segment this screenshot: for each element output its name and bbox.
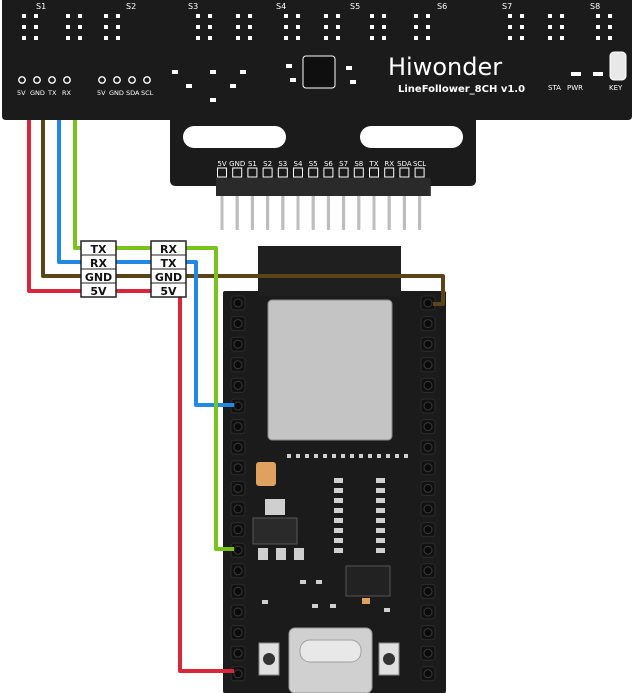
sensor-label: S8 <box>590 2 600 11</box>
header-pin-label: S7 <box>339 160 348 168</box>
mounting-slot-right <box>360 126 463 148</box>
wifi-module-antenna <box>258 246 401 296</box>
left-header-a: 5V GND TX RX <box>17 76 72 97</box>
header-pin-label: GND <box>109 89 124 97</box>
wire-gnd-brown <box>41 120 445 306</box>
connector-pin-label: RX <box>160 243 177 256</box>
connector-pin-label: TX <box>91 243 108 256</box>
connector-pin-label: GND <box>85 271 112 284</box>
header-pin-label: S2 <box>263 160 272 168</box>
header-pin-label: RX <box>384 160 394 168</box>
header-pin-label: TX <box>368 160 378 168</box>
wire-rx-green <box>73 120 234 551</box>
connector-right: RX TX GND 5V <box>150 240 187 298</box>
brand-logo: Hiwonder <box>388 53 502 81</box>
connector-left: TX RX GND 5V <box>80 240 117 298</box>
status-led-label: STA <box>548 84 561 92</box>
sensor-label: S4 <box>276 2 286 11</box>
header-pin-label: GND <box>229 160 245 168</box>
header-pin-label: RX <box>62 89 72 97</box>
board-model: LineFollower_8CH v1.0 <box>398 84 525 95</box>
header-pin-label: GND <box>30 89 45 97</box>
line-follower-board: S1 S2 S3 S4 S5 S6 S7 S8 Hiwonder LineFol… <box>2 0 632 230</box>
wifi-module-shield <box>267 299 393 441</box>
header-pin-label: S8 <box>354 160 363 168</box>
esp32-components <box>252 454 408 612</box>
smd-components <box>22 14 612 102</box>
power-led-label: PWR <box>567 84 583 92</box>
header-pin-label: 5V <box>97 89 106 97</box>
sensor-label: S7 <box>502 2 512 11</box>
header-pin-label: SDA <box>397 160 412 168</box>
microcontroller-chip <box>302 55 336 89</box>
orange-capacitor <box>256 462 276 486</box>
esp32-pin-headers <box>230 295 436 682</box>
header-pin-label: SCL <box>413 160 426 168</box>
left-header-b: 5V GND SDA SCL <box>97 76 154 97</box>
header-pin-label: S3 <box>278 160 287 168</box>
boot-button <box>258 642 280 676</box>
connector-pin-label: TX <box>161 257 178 270</box>
header-pin-label: S5 <box>309 160 318 168</box>
wire-tx-blue <box>57 120 234 407</box>
key-label: KEY <box>609 84 623 92</box>
sensor-label: S5 <box>350 2 360 11</box>
connector-pin-label: 5V <box>90 285 107 298</box>
header-pin-label: S4 <box>294 160 303 168</box>
mounting-slot-left <box>183 126 286 148</box>
header-pin-label: 5V <box>217 160 226 168</box>
connector-pin-label: RX <box>90 257 107 270</box>
key-button <box>609 51 627 81</box>
sensor-label: S3 <box>188 2 198 11</box>
header-pin-label: 5V <box>17 89 26 97</box>
header-pin-label: SDA <box>126 89 140 97</box>
header-pin-label: TX <box>47 89 57 97</box>
header-pin-label: S6 <box>324 160 333 168</box>
esp32-board <box>223 246 446 693</box>
sensor-label: S6 <box>437 2 447 11</box>
sensor-label: S1 <box>36 2 46 11</box>
connector-pin-label: GND <box>155 271 182 284</box>
reset-button <box>378 642 400 676</box>
connector-pin-label: 5V <box>160 285 177 298</box>
header-pin-label: S1 <box>248 160 257 168</box>
sensor-label: S2 <box>126 2 136 11</box>
header-pin-label: SCL <box>141 89 154 97</box>
